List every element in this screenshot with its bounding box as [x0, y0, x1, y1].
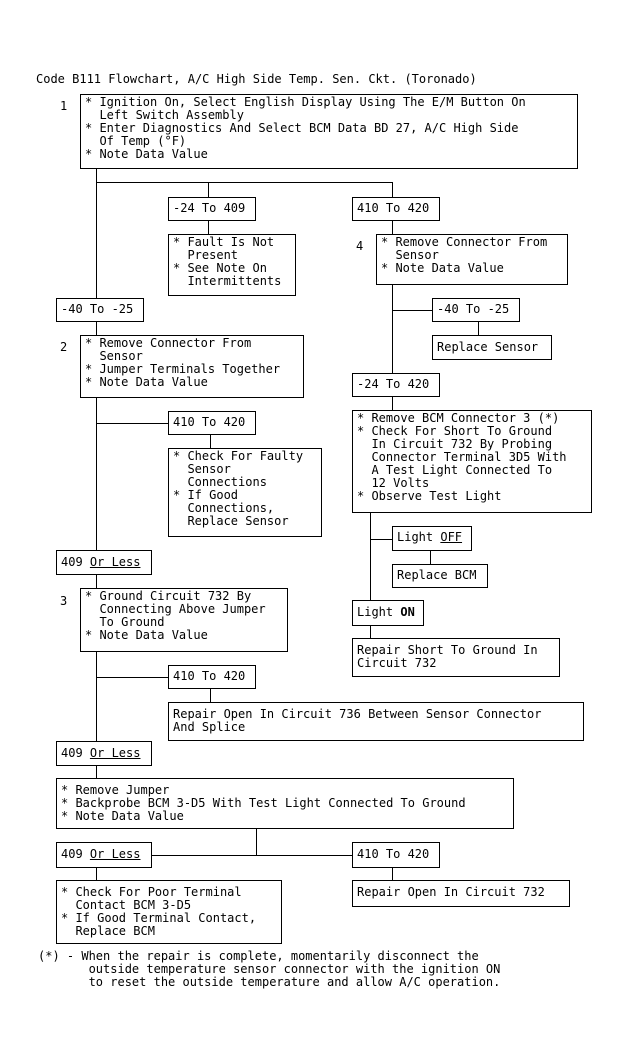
or-less-label: Or Less: [89, 746, 141, 760]
connector-line: [392, 310, 432, 311]
connector-line: [210, 689, 211, 702]
step-number-2: 2: [60, 340, 68, 354]
check-faulty-sensor-box: * Check For Faulty Sensor Connections * …: [168, 448, 322, 537]
range-box-409-or-less-2: 409 Or Less: [56, 741, 152, 766]
connector-line: [392, 868, 393, 880]
connector-line: [392, 397, 393, 410]
flowchart-title: Code B111 Flowchart, A/C High Side Temp.…: [36, 72, 477, 86]
connector-line: [152, 855, 352, 856]
step-number-4: 4: [356, 239, 364, 253]
connector-line: [478, 322, 479, 335]
connector-line: [256, 829, 257, 855]
light-on-box: Light ON: [352, 600, 424, 626]
check-poor-terminal-box: * Check For Poor Terminal Contact BCM 3-…: [56, 880, 282, 944]
range-box-m24-409: -24 To 409: [168, 197, 256, 221]
step3-box: * Ground Circuit 732 By Connecting Above…: [80, 588, 288, 652]
connector-line: [370, 626, 371, 638]
connector-line: [208, 182, 209, 197]
step2-box: * Remove Connector From Sensor * Jumper …: [80, 335, 304, 398]
connector-line: [210, 435, 211, 448]
connector-line: [96, 766, 97, 778]
light-off-box: Light OFF: [392, 526, 472, 551]
range-409-label: 409: [61, 746, 90, 760]
range-box-410-420: 410 To 420: [352, 197, 440, 221]
connector-line: [96, 868, 97, 880]
connector-line: [430, 551, 431, 564]
footnote: (*) - When the repair is complete, momen…: [38, 949, 501, 989]
connector-line: [392, 221, 393, 234]
repair-short-box: Repair Short To Ground In Circuit 732: [352, 638, 560, 677]
replace-bcm-box: Replace BCM: [392, 564, 488, 588]
connector-line: [392, 285, 393, 373]
connector-line: [96, 398, 97, 550]
step1-box: * Ignition On, Select English Display Us…: [80, 94, 578, 169]
range-409-label: 409: [61, 555, 90, 569]
repair-open-732-box: Repair Open In Circuit 732: [352, 880, 570, 907]
light-label: Light: [357, 605, 401, 619]
fault-not-present-box: * Fault Is Not Present * See Note On Int…: [168, 234, 296, 296]
on-label: ON: [400, 605, 415, 619]
connector-line: [370, 539, 392, 540]
connector-line: [96, 182, 392, 183]
connector-line: [96, 677, 168, 678]
connector-line: [96, 652, 97, 741]
range-box-409-or-less-3: 409 Or Less: [56, 842, 152, 868]
off-label: OFF: [440, 530, 463, 544]
or-less-label: Or Less: [89, 847, 141, 861]
range-box-410-420-step3: 410 To 420: [168, 665, 256, 689]
range-box-m40-m25-left: -40 To -25: [56, 298, 144, 322]
remove-jumper-box: * Remove Jumper * Backprobe BCM 3-D5 Wit…: [56, 778, 514, 829]
replace-sensor-box: Replace Sensor: [432, 335, 552, 360]
connector-line: [392, 182, 393, 197]
connector-line: [208, 221, 209, 234]
connector-line: [96, 575, 97, 588]
range-box-410-420-step2: 410 To 420: [168, 411, 256, 435]
step4-box: * Remove Connector From Sensor * Note Da…: [376, 234, 568, 285]
connector-line: [96, 322, 97, 335]
step-number-1: 1: [60, 99, 68, 113]
range-409-label: 409: [61, 847, 90, 861]
light-label: Light: [397, 530, 441, 544]
range-box-409-or-less-1: 409 Or Less: [56, 550, 152, 575]
repair-open-736-box: Repair Open In Circuit 736 Between Senso…: [168, 702, 584, 741]
step-number-3: 3: [60, 594, 68, 608]
connector-line: [96, 168, 97, 298]
connector-line: [370, 513, 371, 600]
remove-bcm-connector-box: * Remove BCM Connector 3 (*) * Check For…: [352, 410, 592, 513]
range-box-m24-420: -24 To 420: [352, 373, 440, 397]
or-less-label: Or Less: [89, 555, 141, 569]
connector-line: [96, 423, 168, 424]
range-box-m40-m25-right: -40 To -25: [432, 298, 520, 322]
range-box-410-420-final: 410 To 420: [352, 842, 440, 868]
